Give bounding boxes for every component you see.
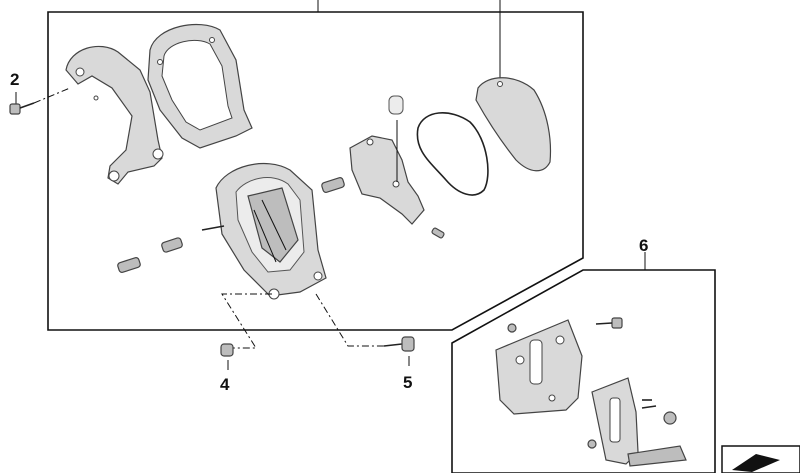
shift-knob	[475, 0, 552, 172]
nut-part-4	[220, 343, 234, 357]
shift-lever-mechanism	[349, 95, 425, 225]
left-bracket	[65, 45, 164, 185]
trim-frame	[147, 23, 253, 149]
o-ring	[416, 112, 489, 196]
callout-5: 5	[403, 373, 412, 392]
bushings	[117, 177, 445, 273]
screw-part-2	[9, 87, 71, 115]
callout-2: 2	[10, 70, 19, 89]
callout-4: 4	[220, 375, 230, 394]
dashed-leaders	[221, 293, 410, 370]
kit-6-brackets	[495, 317, 687, 467]
arrow-icon	[721, 445, 800, 473]
callout-6: 6	[639, 236, 648, 255]
shift-gate-housing	[201, 162, 327, 300]
kit-frame	[451, 269, 716, 473]
bolt-part-5	[383, 336, 415, 352]
main-assembly-frame	[47, 11, 584, 331]
